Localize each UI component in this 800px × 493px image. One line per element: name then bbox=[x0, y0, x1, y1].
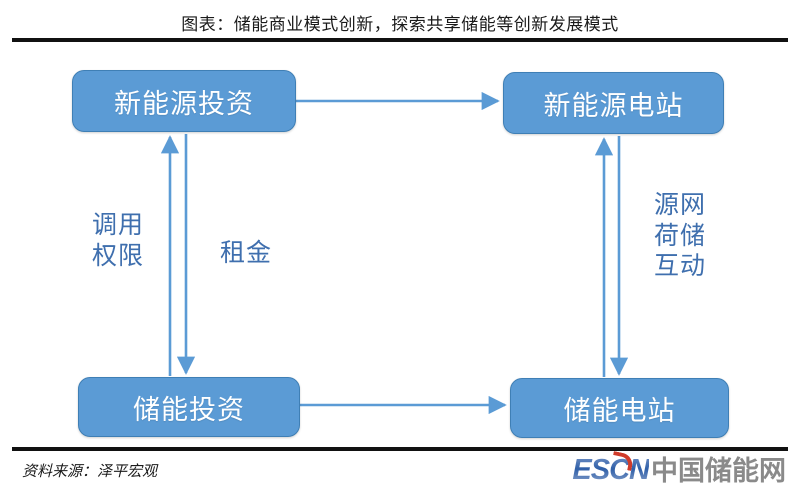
escn-wordmark: ESCN bbox=[572, 454, 650, 486]
edge-label-rent: 租金 bbox=[219, 239, 272, 267]
node-new-energy-investment[interactable]: 新能源投资 bbox=[72, 70, 296, 132]
edge-label-dispatch-authority: 调用 权限 bbox=[91, 211, 144, 270]
node-new-energy-plant[interactable]: 新能源电站 bbox=[503, 72, 724, 134]
source-note: 资料来源：泽平宏观 bbox=[22, 462, 158, 480]
edge-label-source-grid-load-storage-interaction: 源网 荷储 互动 bbox=[653, 191, 706, 280]
figure-title: 图表：储能商业模式创新，探索共享储能等创新发展模式 bbox=[181, 15, 619, 35]
node-storage-plant[interactable]: 储能电站 bbox=[510, 378, 729, 438]
title-divider-rule bbox=[12, 38, 788, 42]
escn-logo: ESCN 中国储能网 bbox=[572, 450, 786, 486]
node-storage-investment[interactable]: 储能投资 bbox=[78, 377, 300, 437]
escn-chinese-name: 中国储能网 bbox=[651, 456, 786, 486]
footer-divider-rule bbox=[12, 447, 788, 451]
diagram-canvas: 新能源投资 新能源电站 储能投资 储能电站 调用 权限 租金 源网 荷储 互动 bbox=[0, 42, 800, 447]
diagram-connectors bbox=[160, 91, 629, 415]
